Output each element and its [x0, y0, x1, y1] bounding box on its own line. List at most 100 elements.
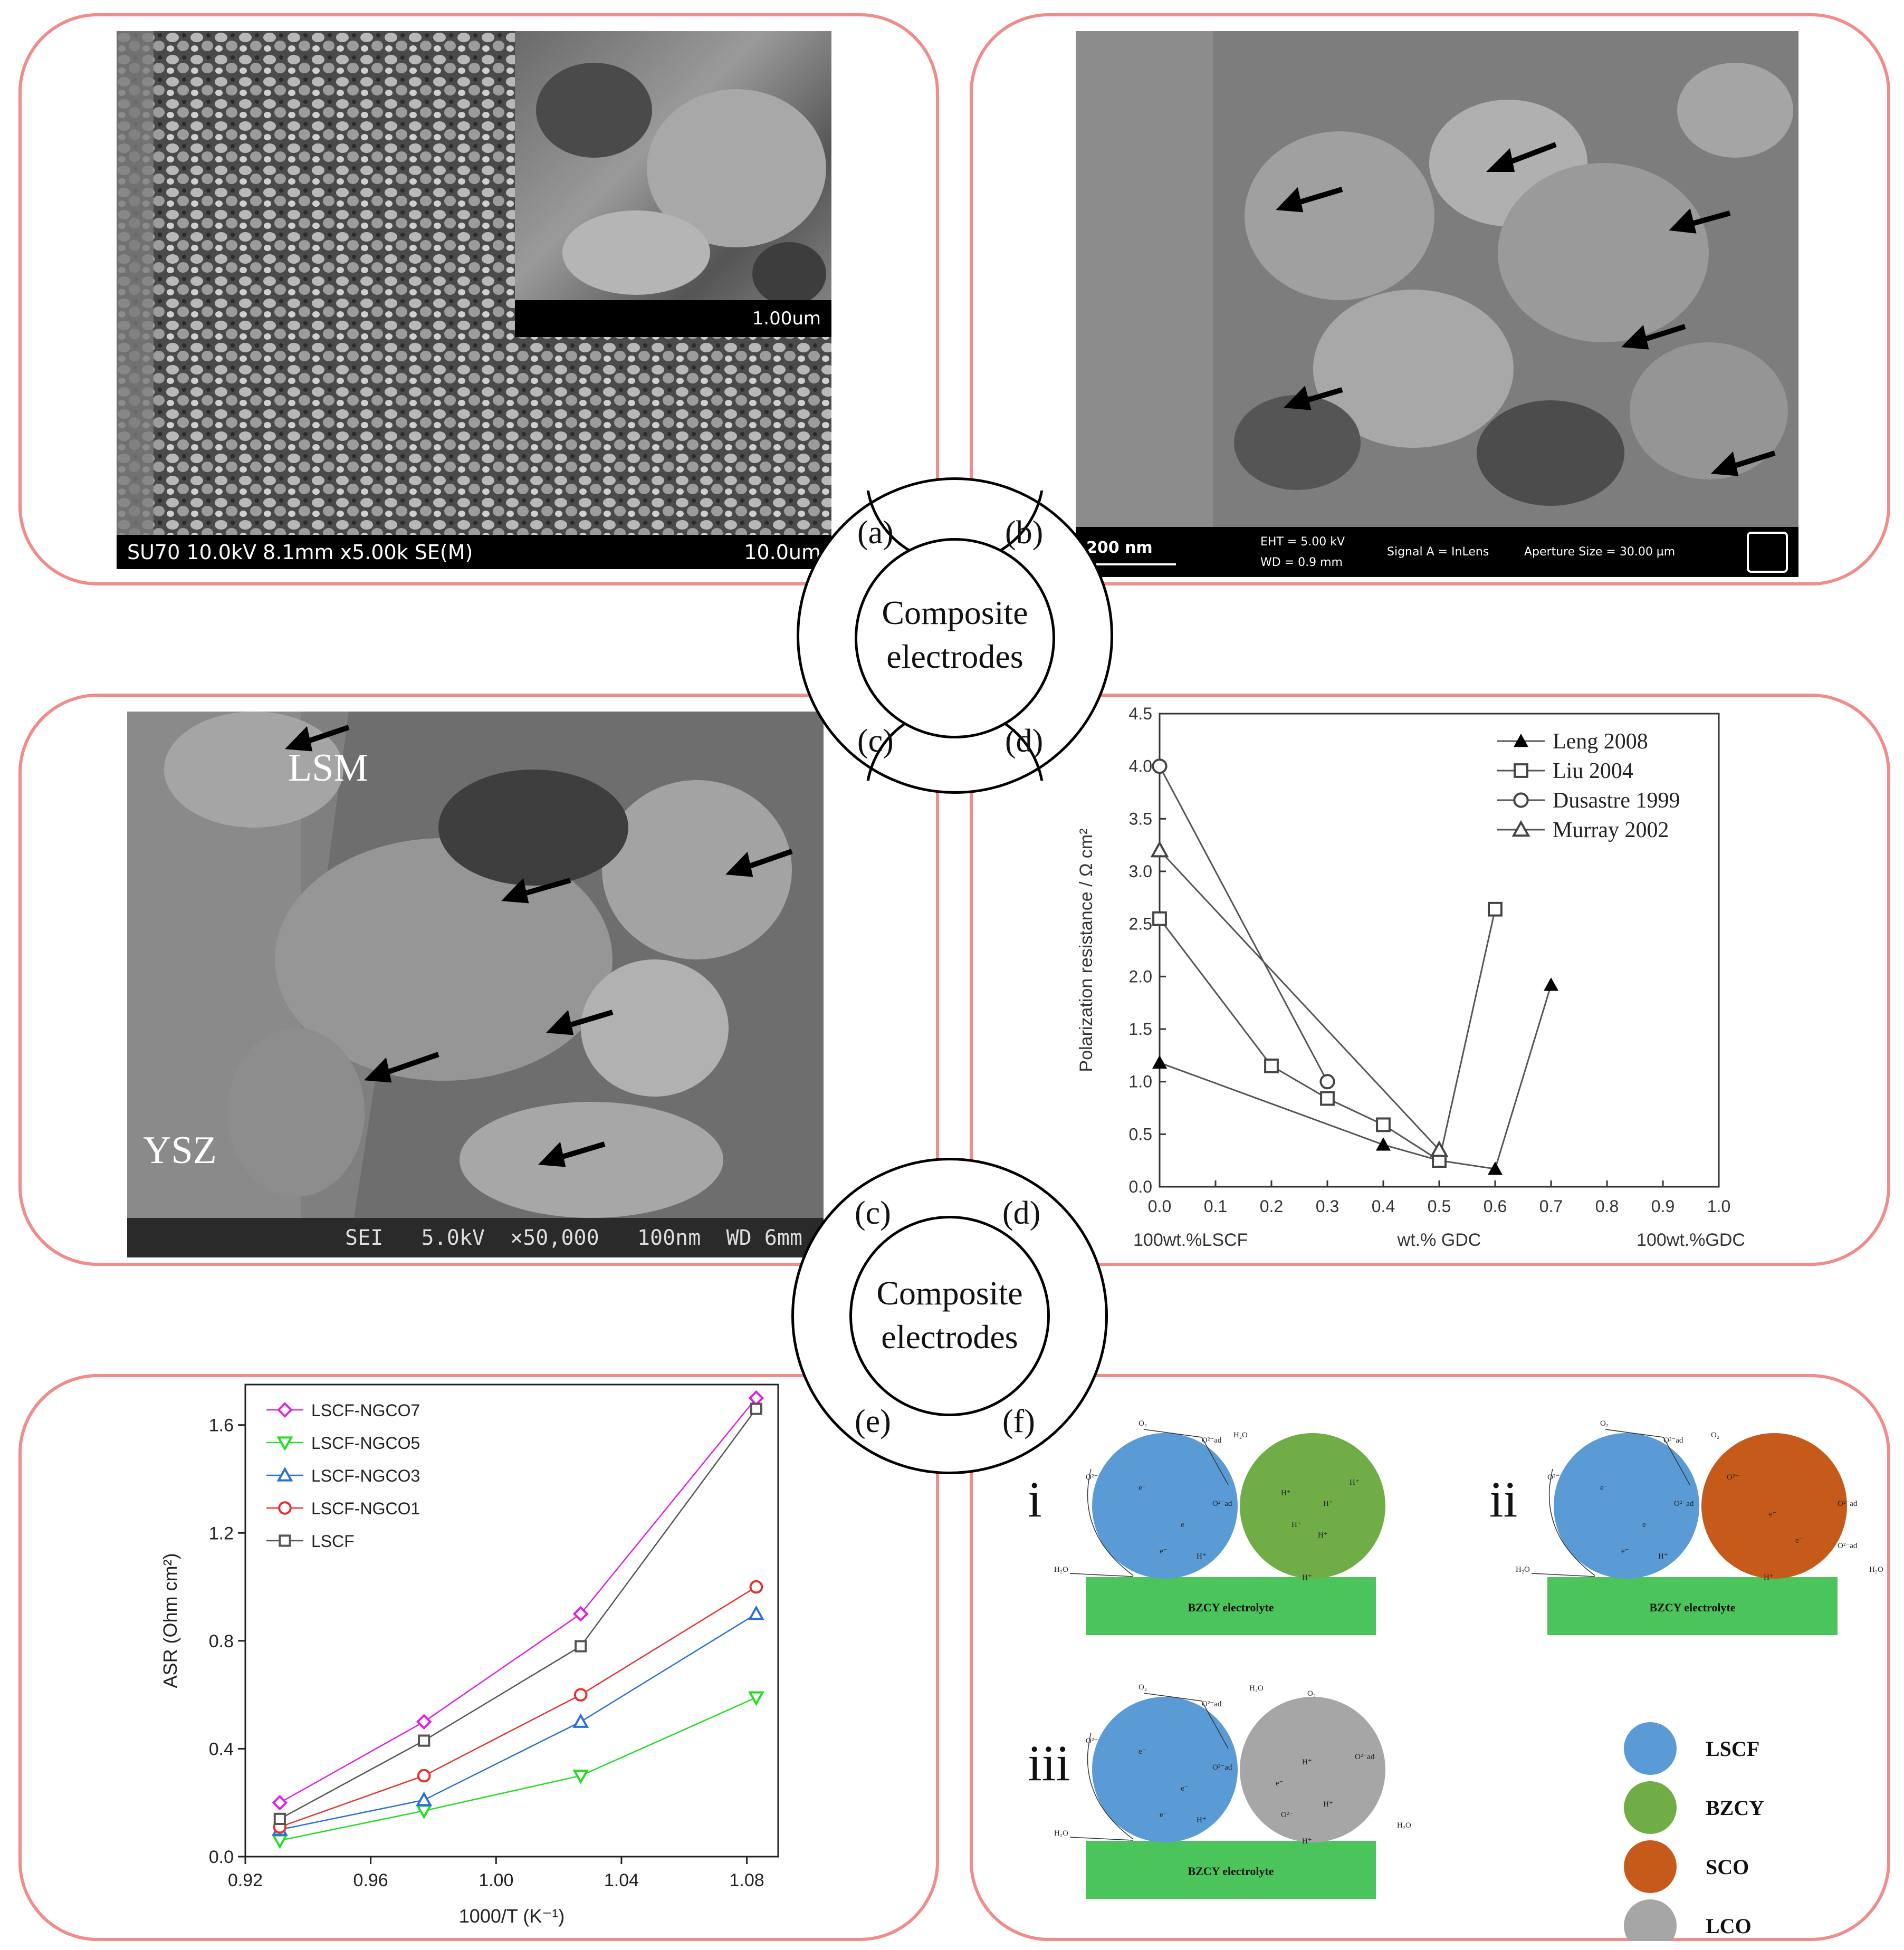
x-tick-label-d: 1.0: [1707, 1197, 1730, 1216]
species-label: O²⁻: [1727, 1473, 1739, 1482]
hub-top-title: Composite electrodes: [855, 591, 1055, 678]
reaction-path: [1087, 1468, 1134, 1576]
y-tick-label-d: 3.0: [1129, 862, 1152, 881]
species-label: O²⁻ad: [1355, 1753, 1375, 1761]
data-point-e: [273, 1812, 286, 1825]
sem-image-b: 200 nm EHT = 5.00 kV WD = 0.9 mm Signal …: [1076, 31, 1798, 577]
y-tick-label-d: 3.5: [1129, 809, 1152, 828]
y-tick-label-d: 4.0: [1129, 757, 1152, 776]
data-point-d: [1376, 1137, 1391, 1151]
series-e-2: [271, 1605, 764, 1836]
species-label: O²⁻ad: [1838, 1542, 1858, 1550]
x-axis-label-e: 1000/T (K⁻¹): [459, 1905, 564, 1927]
y-tick-label-e: 1.2: [209, 1523, 234, 1543]
x-tick-label-e: 1.00: [479, 1870, 513, 1890]
second-particle: [1701, 1433, 1847, 1579]
data-point-d: [1319, 1074, 1335, 1090]
series-e-0: [272, 1390, 764, 1811]
hub-bottom-title: Composite electrodes: [849, 1271, 1050, 1359]
arrows-b: [1276, 142, 1776, 476]
series-line-d: [1159, 765, 1328, 1082]
x-tick-label-d: 0.6: [1484, 1197, 1507, 1216]
species-label: H⁺: [1323, 1500, 1333, 1508]
hub-bottom-label-d: (d): [1002, 1195, 1041, 1231]
species-label: O₂: [1138, 1419, 1147, 1428]
sem-texture-b: [1076, 31, 1793, 527]
sub-schematic-ii: BZCY electrolyteiiO₂O²⁻adO²⁻O²⁻ade⁻e⁻e⁻H…: [1489, 1419, 1883, 1635]
arrows-c: [285, 725, 793, 1167]
species-label: H₂O: [1397, 1821, 1411, 1830]
species-label: e⁻: [1138, 1747, 1146, 1756]
scale-block-b: 200 nm: [1086, 539, 1260, 565]
legend-label-f: BZCY: [1706, 1796, 1764, 1820]
sub-schematic-i: BZCY electrolyteiO₂O²⁻adO²⁻O²⁻ade⁻e⁻e⁻H⁺…: [1028, 1419, 1385, 1635]
data-point-e: [418, 1734, 430, 1747]
data-point-e: [748, 1691, 764, 1706]
electrolyte-label: BZCY electrolyte: [1649, 1601, 1735, 1614]
x-axis-right-label-d: 100wt.%GDC: [1637, 1230, 1745, 1250]
signal-text-b: Signal A = InLens: [1387, 545, 1489, 559]
legend-circle-f: [1624, 1722, 1677, 1775]
series-line-e: [280, 1697, 757, 1841]
panel-a: 1.00um SU70 10.0kV 8.1mm x5.00k SE(M) 10…: [18, 13, 939, 585]
inset-a: 1.00um: [515, 31, 831, 337]
aperture-text-b: Aperture Size = 30.00 µm: [1524, 545, 1676, 559]
species-label: H₂O: [1054, 1829, 1068, 1838]
second-particle: [1240, 1433, 1385, 1579]
legend-marker-e: [276, 1466, 293, 1482]
sem-texture-c: [127, 712, 793, 1218]
species-label: O₂: [1600, 1419, 1609, 1428]
data-point-d: [1152, 911, 1167, 926]
reaction-path: [1531, 1573, 1595, 1577]
species-label: H₂O: [1869, 1565, 1883, 1574]
series-line-d: [1159, 984, 1552, 1170]
wd-text-b: WD = 0.9 mm: [1260, 555, 1343, 569]
y-tick-label-d: 0.0: [1129, 1177, 1152, 1196]
reaction-path: [1069, 1573, 1134, 1577]
data-point-d: [1488, 901, 1503, 917]
species-label: H⁺: [1197, 1816, 1207, 1824]
inset-scalebar-a: 1.00um: [515, 300, 831, 337]
legend-marker-e: [277, 1402, 293, 1418]
legend-circle-f: [1624, 1840, 1677, 1893]
legend-label-d: Leng 2008: [1553, 729, 1648, 754]
legend-circle-f: [1624, 1781, 1677, 1834]
x-tick-label-d: 0.1: [1204, 1197, 1227, 1216]
data-point-e: [575, 1640, 587, 1653]
legend-label-f: LCO: [1706, 1914, 1752, 1938]
legend-marker-d: [1514, 734, 1528, 747]
electrolyte-bar: [1086, 1577, 1376, 1635]
hub-bottom-label-c: (c): [855, 1195, 891, 1231]
series-line-e: [279, 1408, 757, 1820]
plot-frame-e: [244, 1384, 779, 1858]
y-tick-label-d: 1.0: [1129, 1072, 1152, 1091]
species-label: O₂: [1138, 1683, 1147, 1692]
hub-bottom-line2: electrodes: [881, 1318, 1018, 1356]
x-tick-label-d: 0.0: [1148, 1197, 1171, 1216]
reaction-path: [1087, 1732, 1134, 1840]
species-label: H⁺: [1318, 1531, 1328, 1540]
data-point-e: [750, 1403, 763, 1415]
legend-marker-d: [1511, 820, 1530, 837]
legend-label-d: Murray 2002: [1553, 818, 1669, 842]
series-e-4: [273, 1403, 763, 1825]
species-label: H⁺: [1302, 1837, 1312, 1846]
electrolyte-bar: [1547, 1577, 1838, 1635]
y-tick-label-d: 2.5: [1129, 915, 1152, 934]
species-label: e⁻: [1160, 1811, 1168, 1819]
reaction-path: [1143, 1429, 1229, 1485]
species-label: H₂O: [1516, 1565, 1530, 1574]
y-tick-label-e: 0.0: [209, 1847, 234, 1867]
data-point-e: [416, 1714, 432, 1730]
data-point-d: [1488, 1161, 1503, 1175]
data-point-d: [1320, 1091, 1335, 1106]
species-label: H⁺: [1350, 1478, 1360, 1487]
data-point-d: [1152, 1055, 1167, 1069]
zeiss-logo: [1747, 531, 1788, 573]
species-label: O²⁻ad: [1212, 1763, 1232, 1772]
species-label: O²⁻ad: [1202, 1436, 1222, 1445]
lscf-particle: [1554, 1433, 1699, 1579]
roman-numeral: ii: [1489, 1471, 1517, 1528]
